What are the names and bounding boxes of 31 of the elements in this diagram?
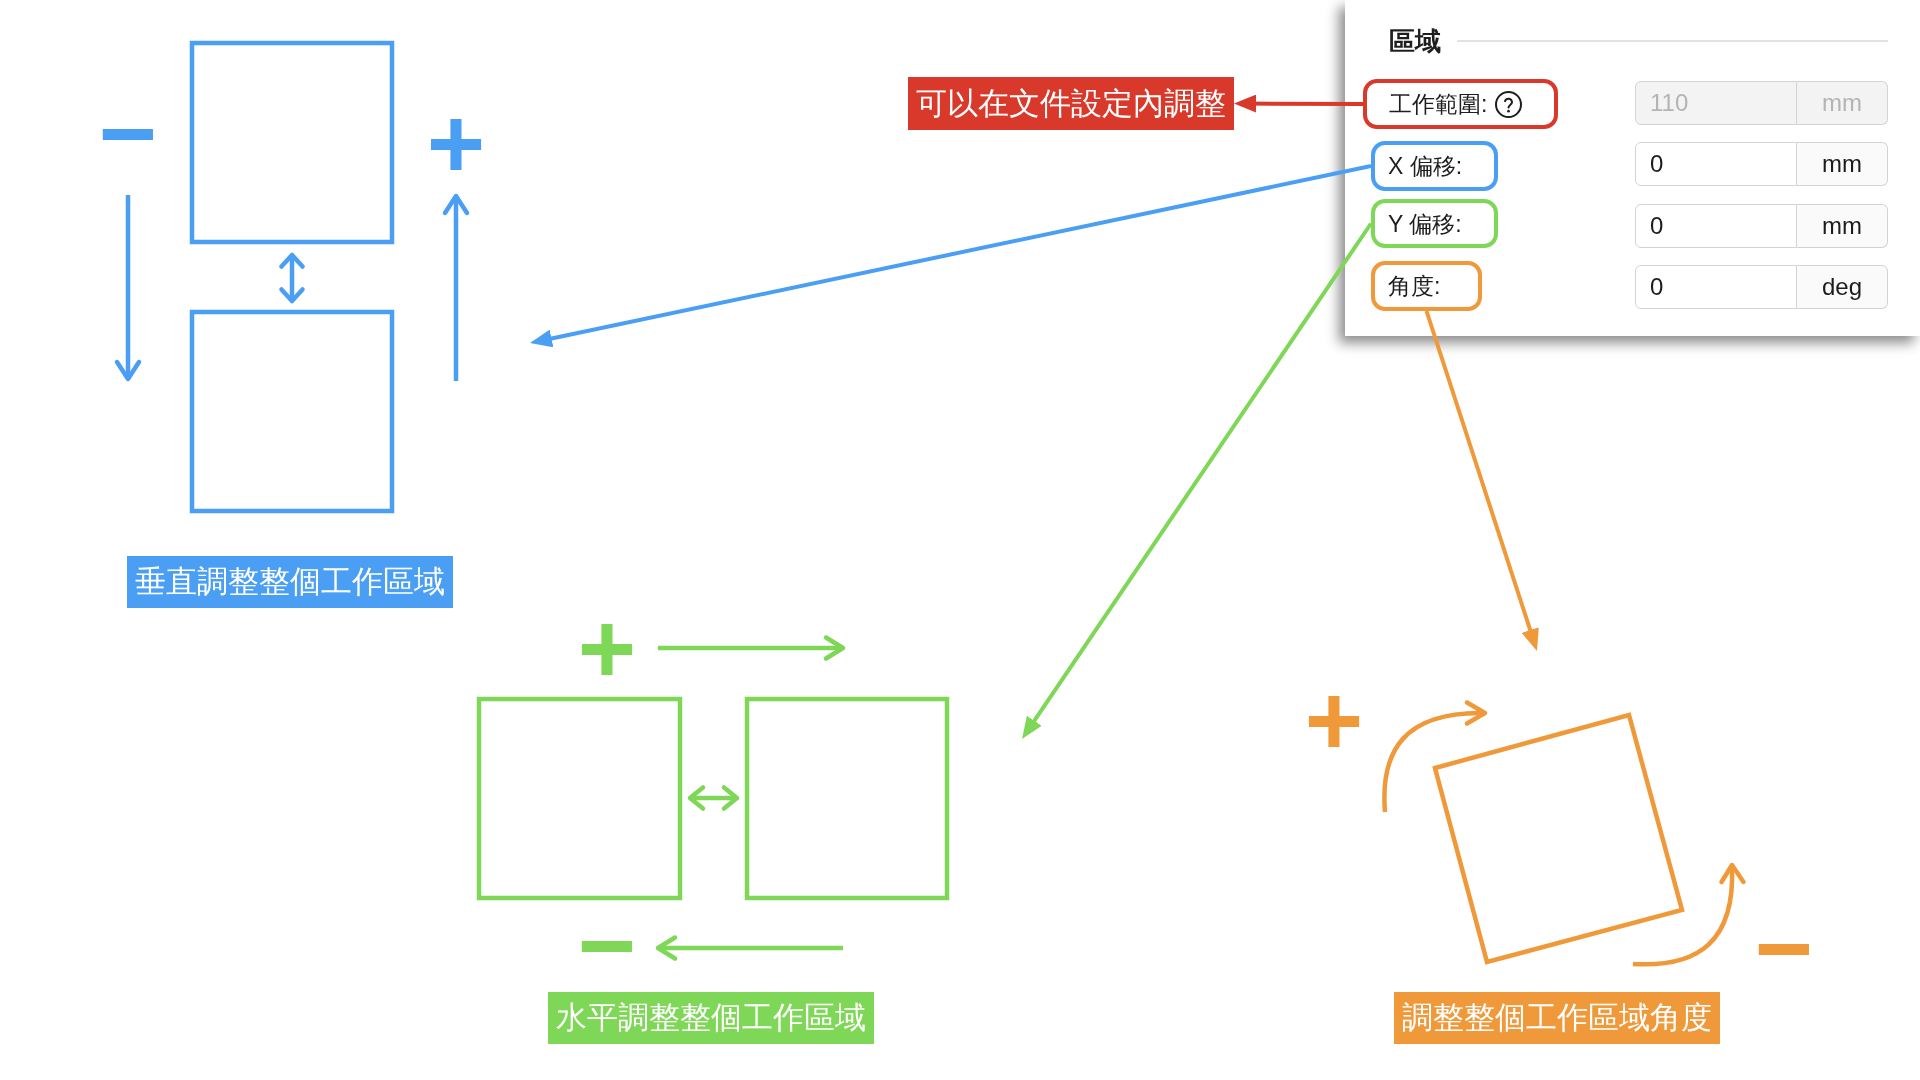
- minus-sign: −: [98, 105, 158, 161]
- unit-addon: mm: [1797, 204, 1888, 248]
- input-field: 0: [1635, 265, 1797, 309]
- arrow: [530, 164, 1372, 348]
- arrow: [1022, 222, 1373, 739]
- arrow: [1234, 94, 1363, 113]
- note-label: 可以在文件設定內調整: [908, 77, 1234, 130]
- highlight-frame: [1363, 79, 1558, 129]
- field-label: 工作範圍:: [1389, 90, 1488, 119]
- field-label: X 偏移:: [1388, 152, 1463, 181]
- caption-label: 水平調整整個工作區域: [548, 992, 874, 1044]
- field-label: 角度:: [1388, 272, 1441, 301]
- minus-sign: −: [577, 917, 637, 973]
- highlight-frame: [1371, 199, 1498, 248]
- plus-sign: +: [426, 115, 486, 171]
- caption-label: 垂直調整整個工作區域: [127, 556, 453, 608]
- minus-sign: −: [1754, 920, 1814, 976]
- unit-addon: mm: [1797, 81, 1888, 125]
- field-label: Y 偏移:: [1388, 209, 1462, 239]
- input-field: 0: [1635, 142, 1797, 186]
- plus-sign: +: [1304, 692, 1364, 748]
- section-heading: 區域: [1389, 25, 1441, 58]
- highlight-frame: [1371, 261, 1482, 311]
- highlight-frame: [1371, 141, 1498, 191]
- arrow: [1424, 310, 1539, 651]
- input-field: 0: [1635, 204, 1797, 248]
- plus-sign: +: [577, 620, 637, 676]
- unit-addon: deg: [1797, 265, 1888, 309]
- unit-addon: mm: [1797, 142, 1888, 186]
- caption-label: 調整整個工作區域角度: [1394, 992, 1720, 1044]
- input-field: 110: [1635, 81, 1797, 125]
